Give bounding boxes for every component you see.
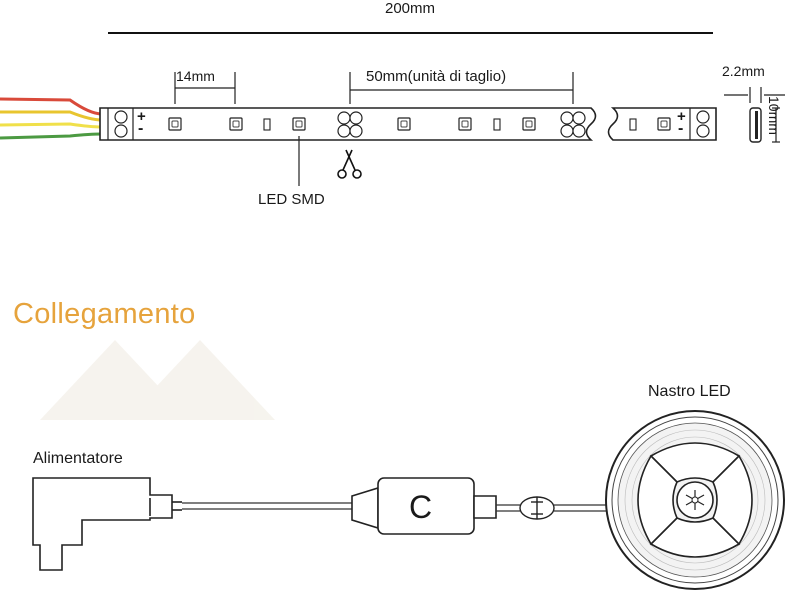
section-title: Collegamento [13, 298, 196, 330]
wire [0, 110, 103, 122]
wire [0, 132, 103, 140]
led-reel-icon [605, 410, 785, 590]
smd-led [292, 117, 306, 131]
led-smd-label: LED SMD [258, 191, 325, 208]
strip-body-main [99, 107, 597, 141]
cable-psu-controller [182, 502, 352, 510]
polarity-minus-end: - [678, 120, 684, 137]
width-label: 10mm [766, 96, 782, 135]
smd-led [229, 117, 243, 131]
cable-connector-reel [554, 504, 608, 512]
thickness-label: 2.2mm [722, 63, 765, 79]
cut-unit-bracket [349, 72, 574, 104]
smd-led [522, 117, 536, 131]
smd-leds [168, 117, 671, 131]
smd-led [458, 117, 472, 131]
total-length-label: 200mm [385, 0, 436, 17]
resistors [263, 118, 637, 131]
power-supply-label: Alimentatore [33, 450, 123, 467]
solder-pads-end [689, 108, 710, 140]
polarity-plus-start: + [137, 108, 146, 125]
solder-pads-cut [337, 111, 363, 138]
light-glow [40, 340, 275, 420]
controller-box [351, 477, 497, 535]
polarity-plus-end: + [677, 108, 686, 125]
cut-unit-label: 50mm(unità di taglio) [366, 68, 507, 85]
led-pitch-bracket [174, 72, 236, 104]
smd-led [397, 117, 411, 131]
cross-section [724, 87, 785, 143]
resistor [629, 118, 637, 131]
connector-icon [519, 496, 555, 520]
resistor [263, 118, 271, 131]
resistor [493, 118, 501, 131]
wire [0, 122, 103, 129]
power-supply-icon [32, 477, 182, 571]
solder-pads-start [107, 108, 134, 140]
smd-led [657, 117, 671, 131]
led-reel-label: Nastro LED [648, 383, 731, 400]
cable-controller-connector [496, 504, 520, 512]
smd-led [168, 117, 182, 131]
strip-wires [0, 97, 103, 140]
solder-pads-cut-2 [560, 111, 586, 138]
controller-letter: C [409, 489, 433, 525]
polarity-minus-start: - [138, 120, 144, 137]
scissors-icon [337, 149, 362, 179]
led-pitch-label: 14mm [176, 68, 215, 84]
